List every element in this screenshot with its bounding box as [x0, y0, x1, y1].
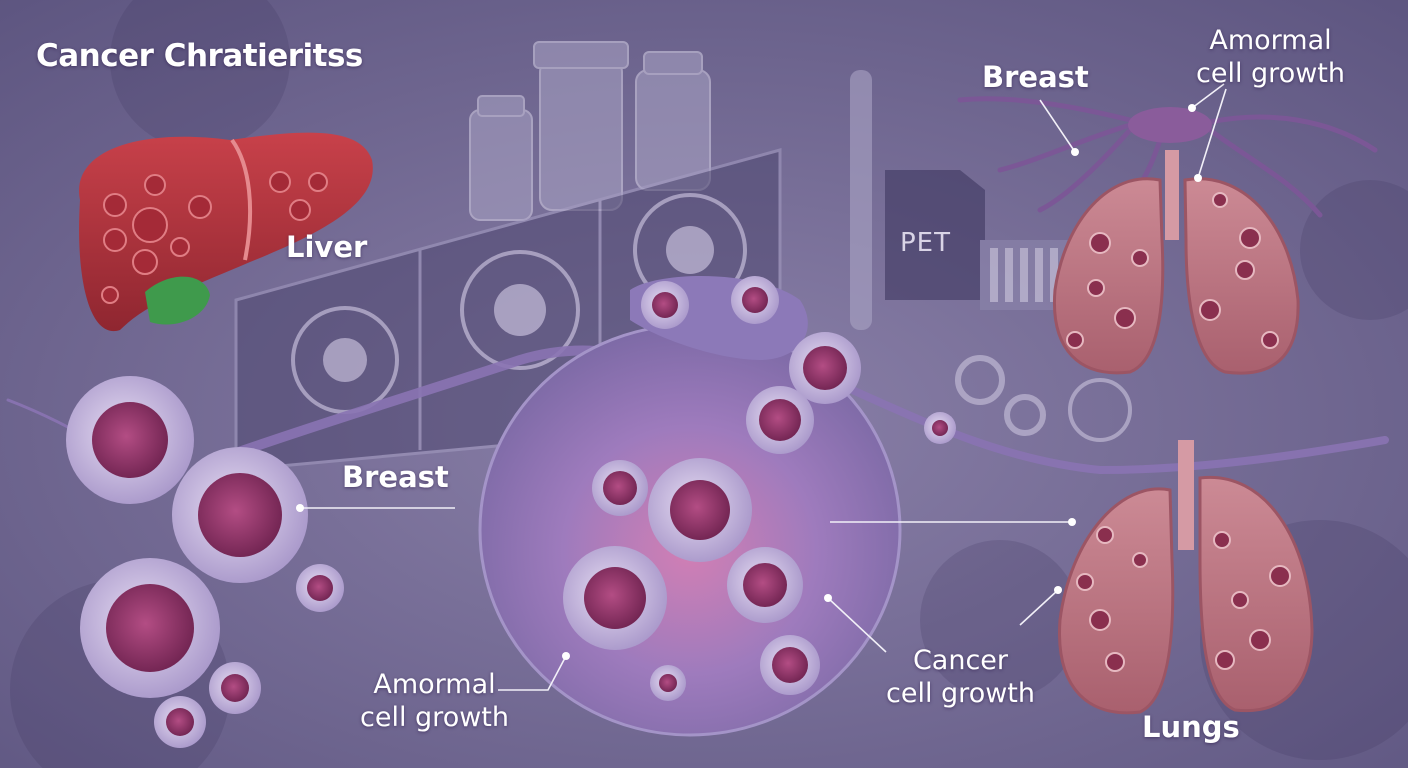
cluster-cell [66, 376, 194, 504]
leader-dots [296, 104, 1202, 660]
lungs-lower [1058, 440, 1314, 715]
page-title: Cancer Chratieritss [36, 38, 363, 74]
label-abnormal-top: Amormal cell growth [1196, 24, 1345, 90]
central-tumor-cell [478, 276, 956, 737]
label-breast-top: Breast [982, 60, 1089, 94]
inner-cell [760, 635, 820, 695]
inner-cell [641, 281, 689, 329]
inner-cell [648, 458, 752, 562]
inner-cell [563, 546, 667, 650]
inner-cell [650, 665, 686, 701]
lungs-upper [1052, 150, 1300, 375]
inner-cell [727, 547, 803, 623]
inner-cell [731, 276, 779, 324]
label-abnormal-bottom-line2: cell growth [360, 702, 509, 733]
cluster-cell [154, 696, 206, 748]
cluster-cell [172, 447, 308, 583]
label-lungs: Lungs [1142, 710, 1240, 744]
liver-organ [79, 132, 373, 332]
vials [469, 41, 711, 221]
label-cancer-growth: Cancer cell growth [886, 644, 1035, 710]
label-abnormal-top-line2: cell growth [1196, 58, 1345, 89]
label-abnormal-bottom-line1: Amormal [373, 669, 496, 700]
label-abnormal-top-line1: Amormal [1209, 25, 1332, 56]
leader-lines [300, 83, 1227, 691]
breast-tissue [957, 96, 1378, 218]
cell-cluster-left [66, 376, 344, 748]
cluster-cell [209, 662, 261, 714]
label-cancer-line2: cell growth [886, 678, 1035, 709]
pet-device-label: PET [900, 228, 951, 258]
label-cancer-line1: Cancer [912, 645, 1009, 676]
label-breast-mid: Breast [342, 460, 449, 494]
label-abnormal-bottom: Amormal cell growth [360, 668, 509, 734]
inner-cell [746, 386, 814, 454]
cluster-cell [80, 558, 220, 698]
inner-cell [592, 460, 648, 516]
inner-cell [789, 332, 861, 404]
pet-device [850, 70, 1132, 442]
label-liver: Liver [286, 230, 368, 264]
cluster-cell [296, 564, 344, 612]
